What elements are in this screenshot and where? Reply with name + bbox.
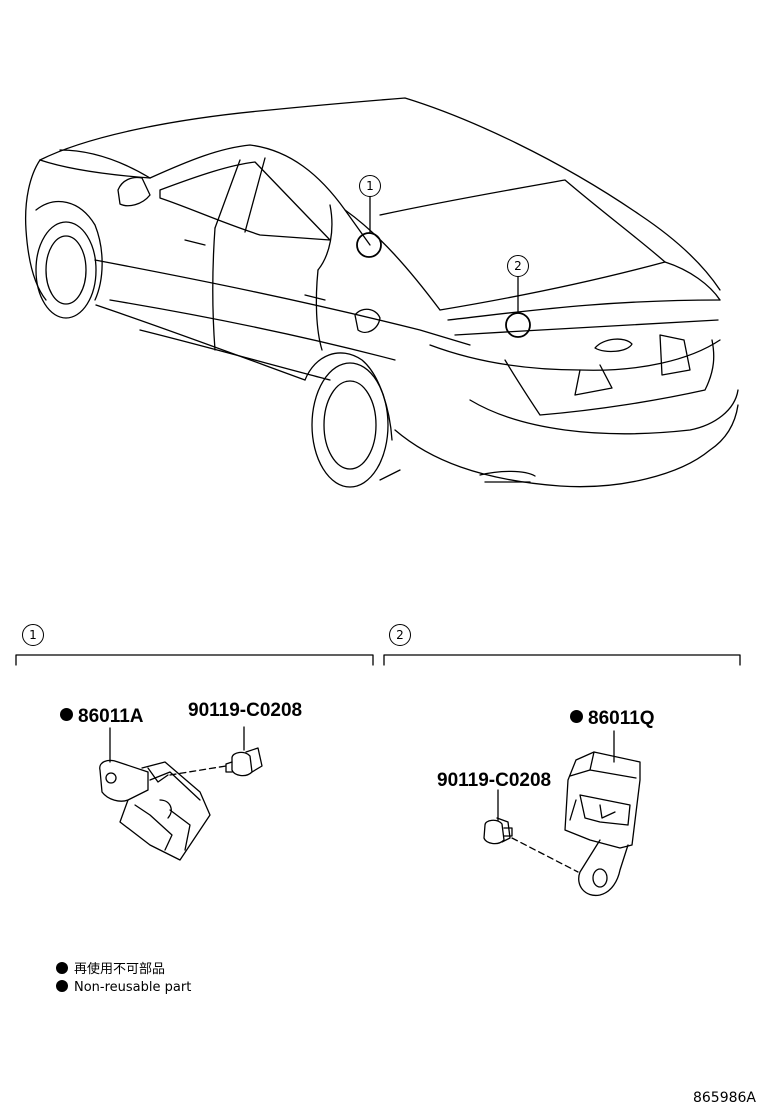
sensor-86011a-drawing [99,726,263,861]
part-number: 90119-C0208 [437,770,552,791]
part-label-86011a[interactable]: 86011A [60,706,144,728]
section-brackets [15,654,741,666]
callout-2-car: 2 [507,255,529,277]
legend-jp: 再使用不可部品 [56,958,165,977]
sensor-86011q-drawing [483,730,641,897]
callout-2-section: 2 [389,624,411,646]
callout-1-car: 1 [359,175,381,197]
car-illustration [24,97,739,488]
legend-text: 再使用不可部品 [74,962,166,977]
callout-1-section: 1 [22,624,44,646]
non-reusable-dot-icon [56,962,68,974]
part-label-90119-c0208-left[interactable]: 90119-C0208 [188,700,302,722]
legend-en: Non-reusable part [56,980,191,995]
part-number: 86011Q [588,708,655,729]
sensor-location-marks [356,195,531,338]
non-reusable-dot-icon [56,980,68,992]
part-number: 90119-C0208 [188,700,303,721]
non-reusable-dot-icon [570,710,583,723]
non-reusable-dot-icon [60,708,73,721]
legend-text: Non-reusable part [74,980,192,995]
figure-id: 865986A [692,1090,756,1106]
part-label-90119-c0208-right[interactable]: 90119-C0208 [437,770,551,792]
part-label-86011q[interactable]: 86011Q [570,708,655,730]
part-number: 86011A [78,706,144,727]
